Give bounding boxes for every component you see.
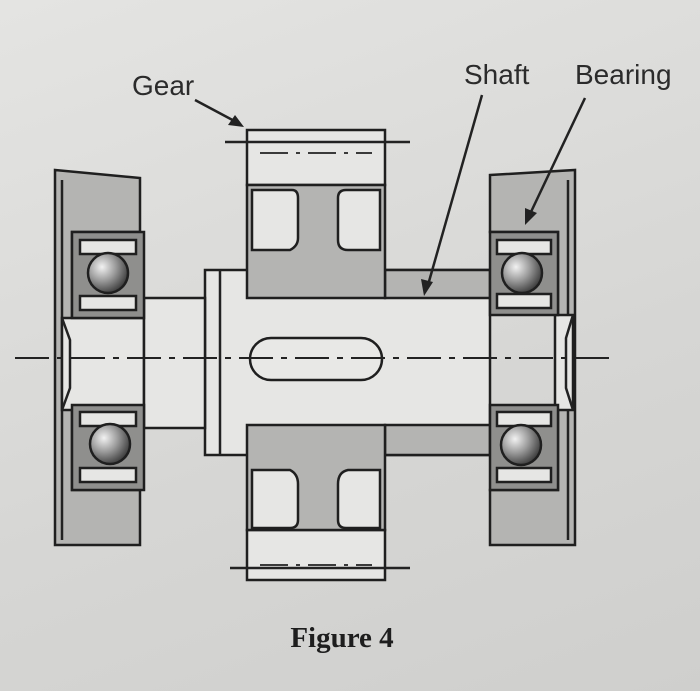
shaft-leader: [421, 94, 484, 296]
gear-teeth-bottom: [245, 528, 387, 582]
bearing-label: Bearing: [575, 59, 672, 90]
figure-caption: Figure 4: [290, 622, 393, 654]
gear-hole-bottom-left: [250, 468, 300, 530]
shaft-label: Shaft: [464, 59, 530, 90]
gear: [225, 128, 410, 582]
right-spacer: [553, 313, 575, 412]
right-bearing: [488, 230, 560, 492]
bearing-ball: [86, 251, 130, 295]
gear-label: Gear: [132, 70, 194, 101]
bearing-leader: [525, 97, 587, 225]
gear-hole-bottom-right: [336, 468, 382, 530]
gear-hole-top-left: [250, 188, 300, 252]
gear-teeth-top: [245, 128, 387, 187]
bearing-ball: [499, 423, 543, 467]
bearing-ball: [88, 422, 132, 466]
left-spacer-chamfer: [60, 317, 72, 411]
left-bearing: [70, 230, 146, 492]
gear-hole-top-right: [336, 188, 382, 252]
right-spacer-chamfer: [564, 314, 575, 411]
left-spacer: [60, 316, 146, 412]
gear-leader: [194, 98, 244, 127]
bearing-ball: [500, 251, 544, 295]
